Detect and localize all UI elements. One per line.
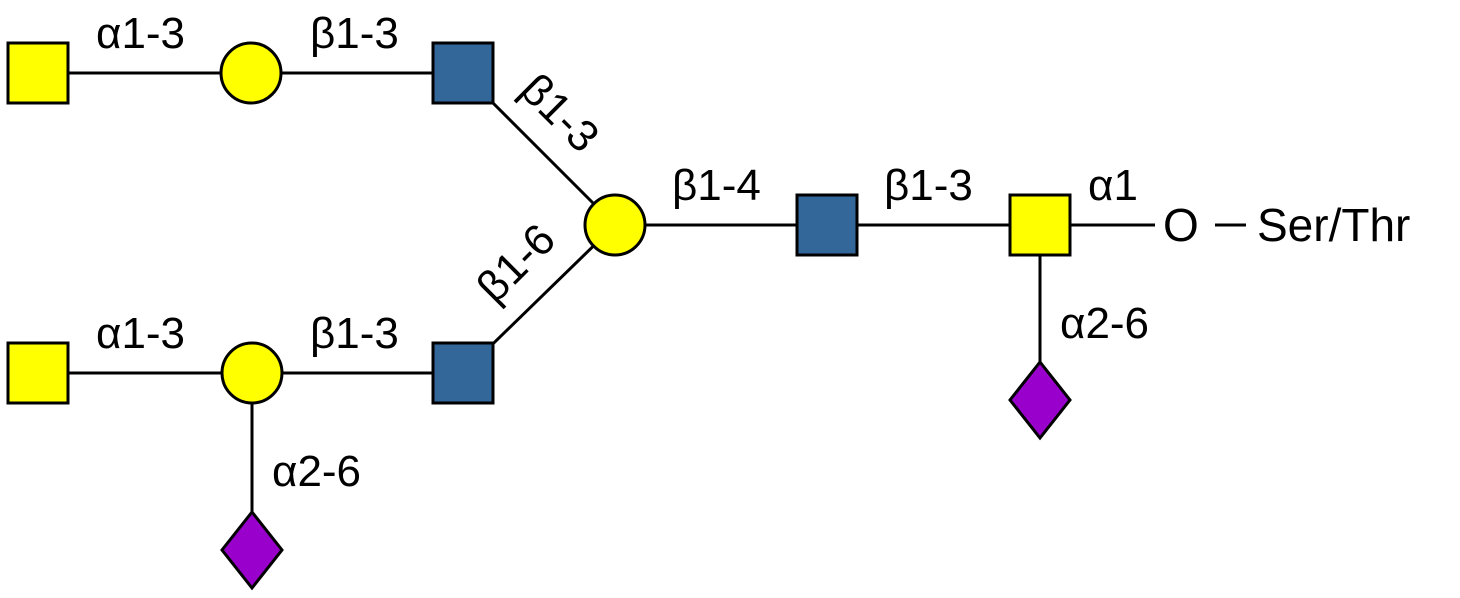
glcnac-square — [795, 193, 859, 257]
oxygen-label: O — [1163, 199, 1199, 251]
linkage-label: β1-3 — [310, 309, 399, 358]
galnac-square — [1008, 193, 1072, 257]
linkage-label: α2-6 — [272, 447, 361, 496]
gal-circle — [220, 341, 284, 405]
linkage-label: β1-4 — [672, 161, 761, 210]
galnac-square — [6, 341, 70, 405]
linkage-label: β1-3 — [310, 9, 399, 58]
gal-circle — [219, 41, 283, 105]
linkage-label: β1-3 — [884, 161, 973, 210]
linkage-label: α1-3 — [96, 309, 185, 358]
linkage-label: α1 — [1088, 161, 1138, 210]
gal-circle — [583, 193, 647, 257]
glcnac-square — [431, 341, 495, 405]
ser-thr-label: Ser/Thr — [1257, 199, 1410, 251]
linkage-label: α2-6 — [1060, 299, 1149, 348]
linkage-label: β1-6 — [467, 215, 565, 313]
neu5ac-diamond — [220, 509, 284, 591]
galnac-square — [6, 41, 70, 105]
glcnac-square — [431, 41, 495, 105]
linkage-label: α1-3 — [96, 9, 185, 58]
linkage-label: β1-3 — [511, 64, 609, 162]
neu5ac-diamond — [1008, 359, 1072, 441]
